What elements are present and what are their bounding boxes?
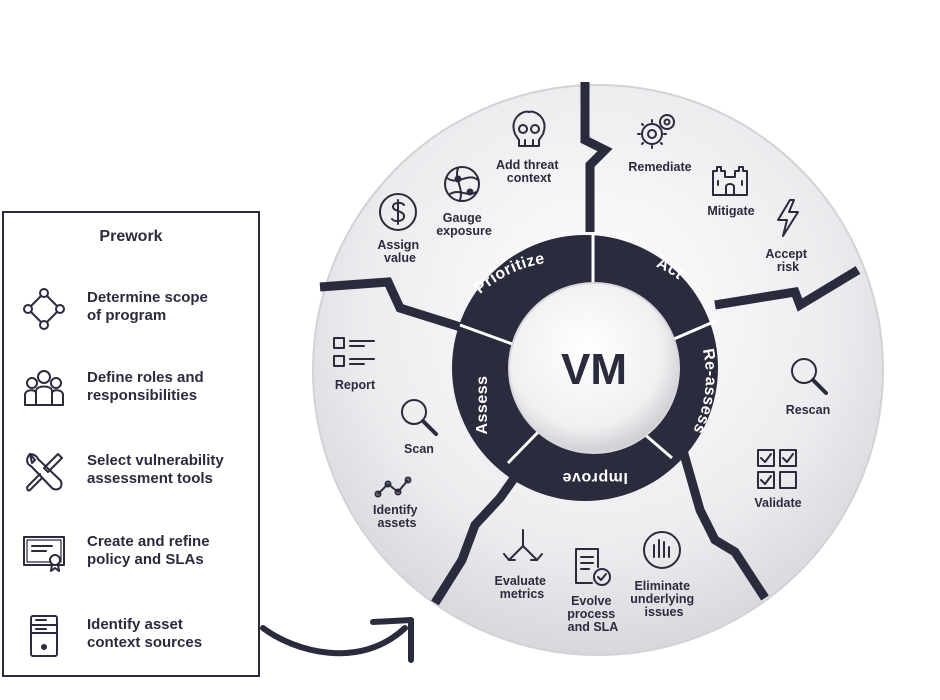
scope-network-icon xyxy=(23,288,65,330)
document-check-icon xyxy=(575,548,611,586)
skull-icon xyxy=(512,110,546,147)
lightning-icon xyxy=(777,199,799,237)
castle-icon xyxy=(712,166,748,196)
phase-assess-label: Assess xyxy=(474,375,491,434)
step-evaluate-metrics: Evaluate metrics xyxy=(495,574,550,601)
tools-icon xyxy=(26,453,63,492)
line-graph-icon xyxy=(374,476,412,498)
magnifier-scan-icon xyxy=(401,399,438,436)
center-circle xyxy=(508,282,680,454)
checklist-report-icon xyxy=(333,337,375,367)
step-scan: Scan xyxy=(404,442,434,456)
step-evolve-process: Evolve process and SLA xyxy=(567,594,618,634)
step-assign-value: Assign value xyxy=(377,238,422,265)
step-rescan: Rescan xyxy=(786,403,830,417)
phase-improve-label: Improve xyxy=(562,469,628,486)
team-icon xyxy=(24,370,64,406)
certificate-icon xyxy=(23,536,65,572)
globe-network-icon xyxy=(444,166,480,202)
step-validate: Validate xyxy=(754,496,801,510)
prework-title: Prework xyxy=(99,228,163,245)
step-eliminate-issues: Eliminate underlying issues xyxy=(630,579,697,619)
step-add-threat-context: Add threat context xyxy=(496,158,562,185)
step-identify-assets: Identify assets xyxy=(373,503,421,530)
center-vm-label: VM xyxy=(561,345,627,394)
segment-dividers xyxy=(319,82,861,606)
checkbox-grid-icon xyxy=(757,449,797,489)
dollar-icon xyxy=(379,193,417,231)
merge-arrows-icon xyxy=(503,529,543,561)
magnifier-rescan-icon xyxy=(791,358,828,395)
flow-arrow xyxy=(260,617,414,663)
bar-chart-circle-icon xyxy=(643,531,681,569)
step-report: Report xyxy=(335,378,376,392)
step-gauge-exposure: Gauge exposure xyxy=(436,211,492,238)
step-remediate: Remediate xyxy=(628,160,691,174)
server-icon xyxy=(30,615,58,657)
step-accept-risk: Accept risk xyxy=(765,247,810,274)
step-mitigate: Mitigate xyxy=(707,204,754,218)
gears-icon xyxy=(637,114,675,149)
